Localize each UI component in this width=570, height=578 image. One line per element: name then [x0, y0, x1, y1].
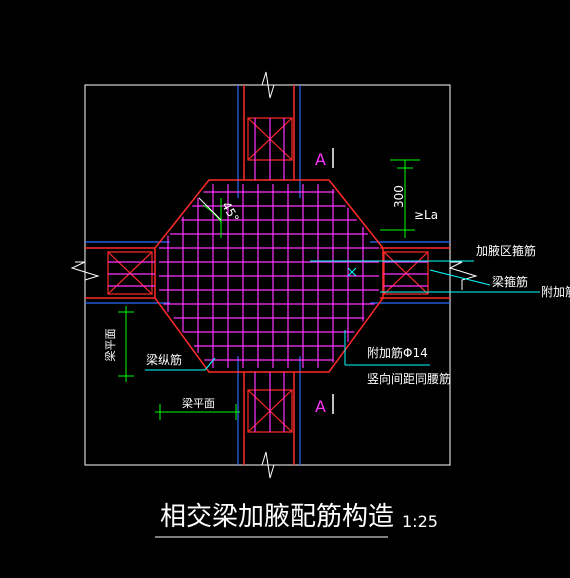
section-marks: A A [315, 148, 334, 416]
beam-face-h-label: 梁平面 [182, 396, 215, 410]
haunch-rebar-label: 加腋区箍筋 [476, 243, 536, 258]
angle-annotation [198, 197, 222, 238]
add-rebar-label: 附加筋Φ14 [367, 345, 428, 360]
beam-face-v-label: 梁平面 [103, 329, 117, 362]
vertical-spacing-label: 竖向间距同腰筋 [367, 371, 451, 386]
right-leaders [310, 260, 540, 293]
left-dimension [118, 306, 134, 382]
dim-300-label: 300 [392, 185, 406, 208]
section-mark-top: A [315, 150, 326, 169]
anchor-length-label: ≥La [414, 208, 438, 222]
bottom-dimension [155, 404, 240, 420]
break-symbols [70, 71, 478, 479]
add-rebar-cut-label: 附加筋 [541, 284, 570, 299]
beam-stirrup-label: 梁箍筋 [492, 274, 528, 289]
dimension-300 [380, 159, 420, 238]
axis-lines [85, 85, 450, 465]
haunch-rebar-grid [159, 184, 379, 368]
beam-edges [85, 85, 450, 465]
angle-label: 45° [219, 199, 242, 224]
drawing-title: 相交梁加腋配筋构造 [160, 502, 394, 532]
section-mark-bottom: A [315, 397, 326, 416]
add-rebar-leader [344, 330, 430, 366]
drawing-scale: 1:25 [402, 512, 438, 531]
beam-long-rebar-label: 梁纵筋 [146, 352, 182, 367]
long-rebar-leader [145, 357, 216, 371]
beam-side-bars [108, 118, 428, 432]
